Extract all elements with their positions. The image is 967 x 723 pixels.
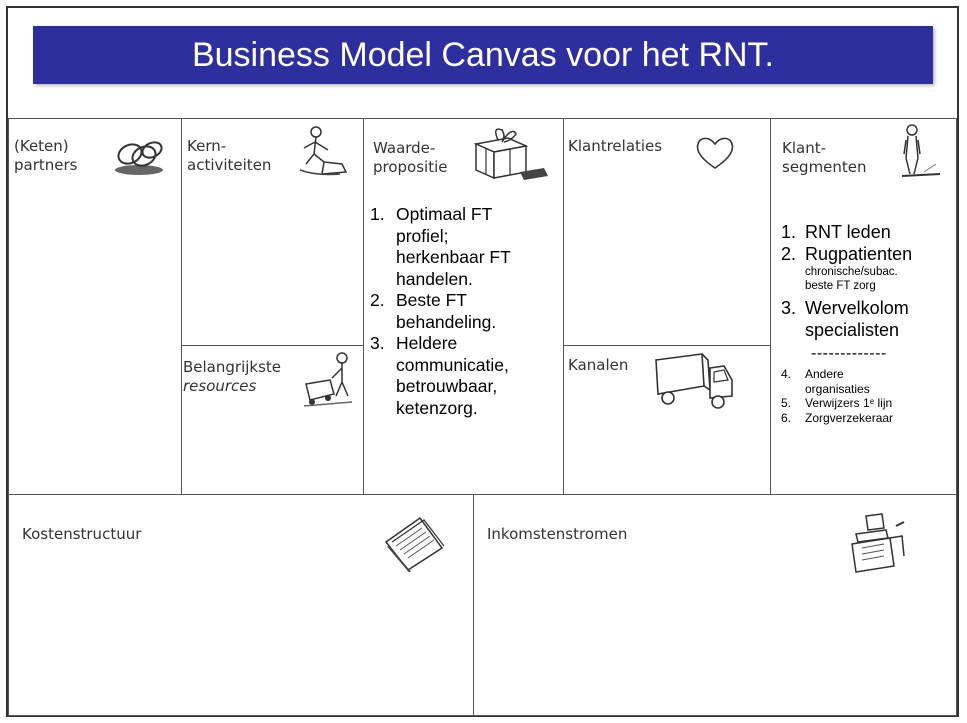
slide-frame — [6, 6, 959, 717]
list-item-number: 1. — [370, 204, 385, 224]
cost-structure-label: Kostenstructuur — [22, 525, 142, 543]
activities-label: Kern- activiteiten — [187, 137, 271, 175]
canvas-divider-7 — [8, 494, 957, 495]
list-item-text: Verwijzers 1ᵉ lijn — [805, 396, 893, 410]
list-item-text: Optimaal FT profiel; herkenbaar FT hande… — [396, 204, 511, 290]
list-item-line: specialisten — [805, 320, 900, 340]
canvas-divider-1 — [181, 118, 182, 494]
partners-label-line1: (Keten) — [14, 137, 69, 155]
resources-label-line1: Belangrijkste — [183, 358, 282, 376]
list-item-line: ketenzorg. — [396, 397, 478, 418]
list-item-number: 2. — [370, 290, 385, 310]
list-item-subtext: chronische/subac. — [805, 266, 898, 278]
list-item-line: Andere — [805, 367, 844, 381]
canvas-divider-6 — [563, 345, 770, 346]
partners-label: (Keten) partners — [14, 137, 77, 175]
list-item: 4. Andere organisaties — [781, 367, 961, 396]
list-item-text: Heldere communicatie, betrouwbaar, keten… — [396, 333, 509, 419]
list-item-number: 4. — [781, 367, 792, 381]
list-item: 1. Optimaal FT profiel; herkenbaar FT ha… — [370, 204, 560, 290]
heart-icon — [694, 134, 736, 172]
standing-person-icon — [896, 122, 946, 180]
chain-links-icon — [108, 136, 170, 178]
list-item-number: 3. — [370, 333, 385, 353]
list-item: 6. Zorgverzekeraar — [781, 411, 961, 426]
title-banner: Business Model Canvas voor het RNT. — [33, 26, 933, 84]
value-proposition-label-line2: propositie — [373, 158, 448, 176]
list-item-text: Rugpatienten — [805, 244, 913, 264]
list-item-line: Optimaal FT — [396, 204, 493, 224]
canvas-divider-5 — [181, 345, 363, 346]
segments-label-line2: segmenten — [782, 158, 867, 176]
activities-label-line2: activiteiten — [187, 156, 272, 174]
list-item-line: profiel; — [396, 225, 449, 246]
segments-label: Klant- segmenten — [782, 139, 867, 177]
list-item: 1. RNT leden — [781, 221, 961, 243]
invoice-papers-icon — [380, 512, 450, 572]
list-item-number: 2. — [781, 244, 797, 264]
list-item: 3. Heldere communicatie, betrouwbaar, ke… — [370, 333, 560, 419]
list-item-line: behandeling. — [396, 311, 497, 332]
cash-register-icon — [846, 508, 910, 574]
list-separator: ------------- — [811, 345, 887, 362]
channels-label: Kanalen — [568, 356, 629, 374]
list-item-number: 3. — [781, 298, 797, 318]
delivery-truck-icon — [652, 350, 736, 412]
list-item-number: 5. — [781, 396, 792, 410]
segments-label-line1: Klant- — [782, 139, 826, 157]
person-with-cart-icon — [302, 350, 358, 408]
business-model-canvas — [8, 118, 957, 716]
list-item-line: betrouwbaar, — [396, 376, 498, 396]
canvas-divider-2 — [363, 118, 364, 494]
list-item-text: RNT leden — [805, 222, 891, 242]
list-item-line: organisaties — [805, 381, 870, 396]
list-item: 5. Verwijzers 1ᵉ lijn — [781, 396, 961, 411]
list-item-text: Zorgverzekeraar — [805, 410, 894, 425]
list-item-text: Wervelkolom specialisten — [805, 297, 909, 341]
activities-label-line1: Kern- — [187, 137, 227, 155]
list-item-line: Beste FT — [396, 290, 467, 310]
list-item: 2. Beste FT behandeling. — [370, 290, 560, 333]
list-item-line: herkenbaar FT — [396, 247, 511, 267]
person-working-icon — [296, 124, 350, 180]
canvas-divider-8 — [473, 494, 474, 716]
list-item: 2. Rugpatienten — [781, 243, 961, 265]
partners-label-line2: partners — [14, 156, 78, 174]
revenue-streams-label: Inkomstenstromen — [487, 525, 628, 543]
value-proposition-list: 1. Optimaal FT profiel; herkenbaar FT ha… — [370, 204, 560, 419]
resources-label-line2: resources — [183, 377, 257, 395]
value-proposition-label: Waarde- propositie — [373, 139, 448, 177]
list-item-line: Heldere — [396, 333, 458, 353]
slide-title: Business Model Canvas voor het RNT. — [191, 35, 775, 74]
canvas-divider-3 — [563, 118, 564, 494]
customer-segments-list: 1. RNT leden 2. Rugpatienten chronische/… — [781, 221, 961, 425]
list-item-line: handelen. — [396, 268, 473, 289]
list-item-subtext: beste FT zorg — [805, 280, 876, 292]
list-item-line: communicatie, — [396, 354, 509, 375]
resources-label: Belangrijkste resources — [183, 358, 281, 396]
list-item-line: Wervelkolom — [805, 298, 909, 318]
list-item-text: Beste FT behandeling. — [396, 290, 496, 333]
list-item-text: Andere organisaties — [805, 367, 870, 396]
list-item-number: 1. — [781, 222, 797, 242]
list-item: 3. Wervelkolom specialisten — [781, 297, 961, 341]
canvas-divider-4 — [770, 118, 771, 494]
relationships-label: Klantrelaties — [568, 137, 663, 155]
value-proposition-label-line1: Waarde- — [373, 139, 436, 157]
list-item-number: 6. — [781, 410, 792, 425]
gift-box-icon — [468, 122, 550, 184]
